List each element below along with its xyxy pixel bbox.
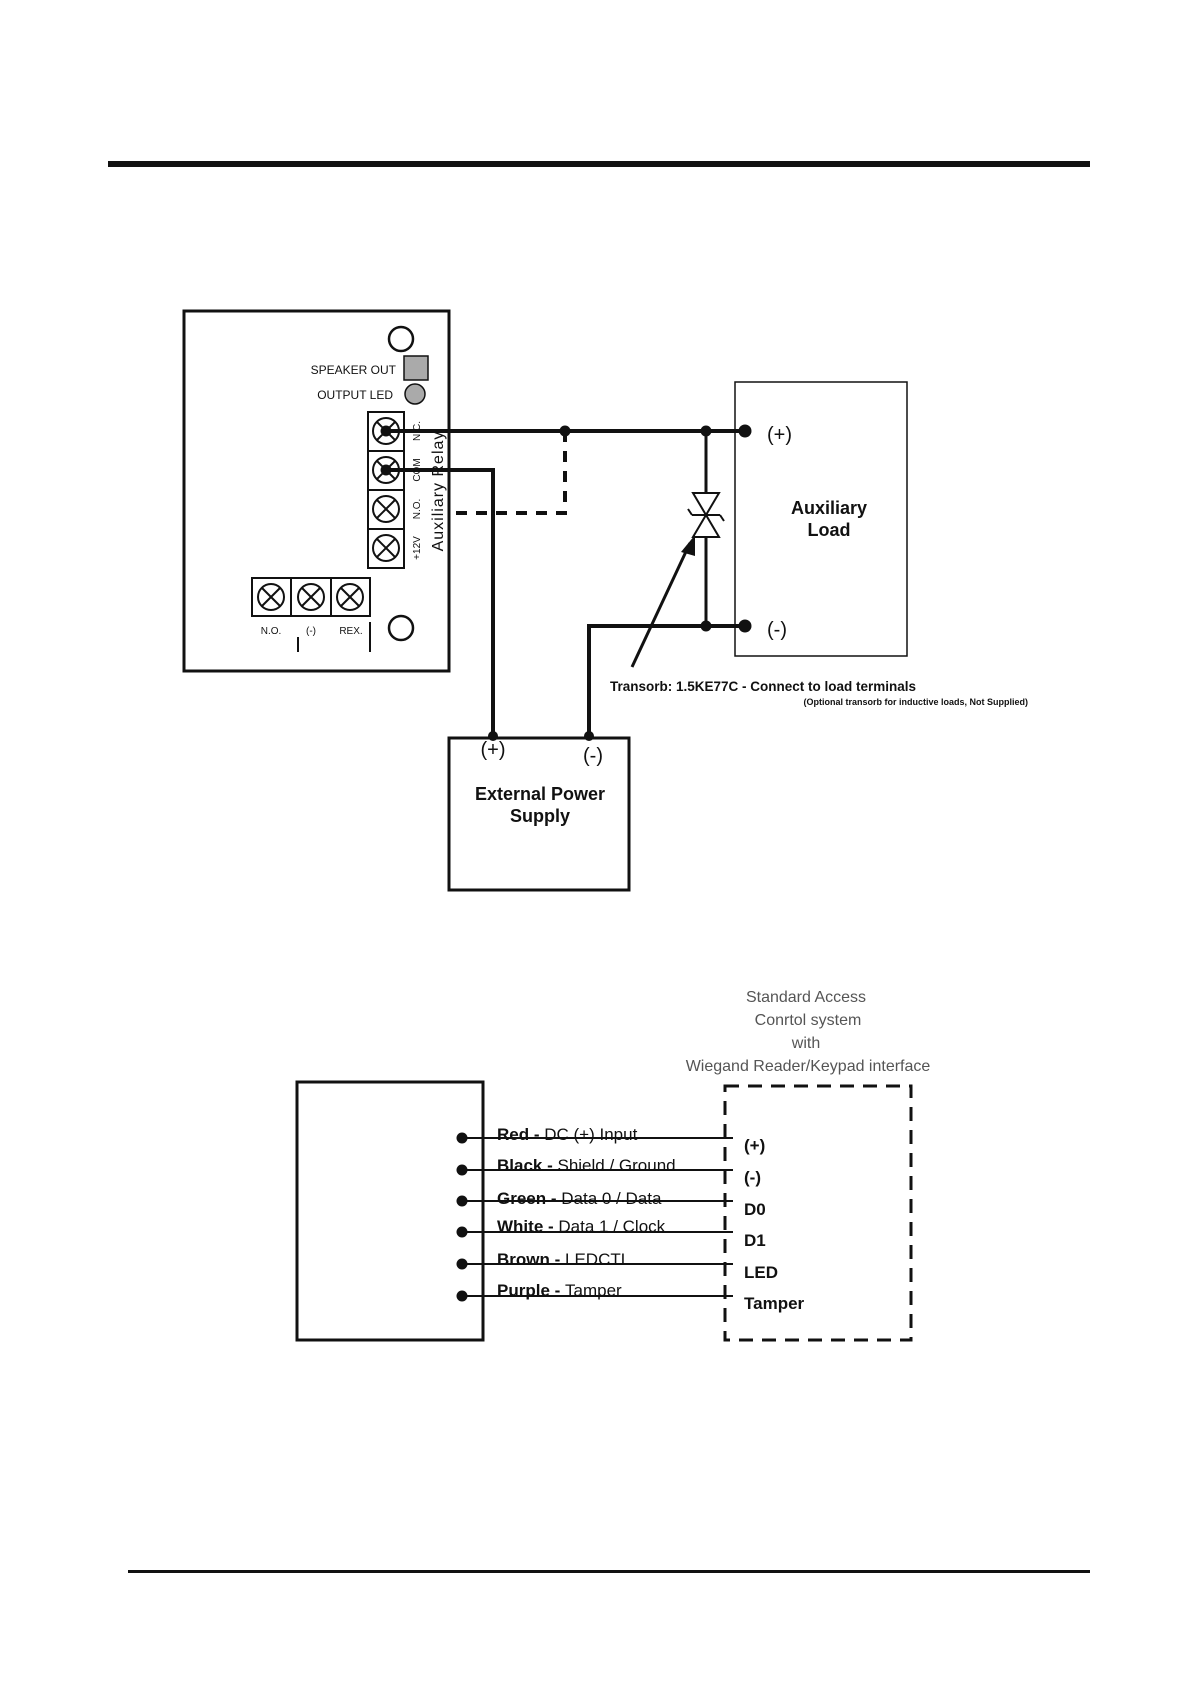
wire-node-white bbox=[456, 1226, 468, 1238]
wire-node-black bbox=[456, 1164, 468, 1176]
svg-text:Brown - LEDCTL: Brown - LEDCTL bbox=[497, 1250, 630, 1269]
bottom-label-rex: REX. bbox=[339, 626, 362, 637]
wire-node-red bbox=[456, 1132, 468, 1144]
speaker-out-block bbox=[403, 355, 429, 381]
transorb-subnote: (Optional transorb for inductive loads, … bbox=[803, 697, 1028, 707]
terminal-label-nc: N.C. bbox=[412, 421, 423, 441]
wire-desc-purple: Tamper bbox=[565, 1281, 622, 1300]
system-label-line2: Conrtol system bbox=[755, 1012, 862, 1029]
bottom-label-gnd: (-) bbox=[306, 626, 316, 637]
wiegand-diagram bbox=[295, 1080, 913, 1342]
load-plus-label: (+) bbox=[767, 424, 792, 446]
controller-board bbox=[182, 309, 451, 673]
wire-node-green bbox=[456, 1195, 468, 1207]
speaker-out-label: SPEAKER OUT bbox=[311, 363, 397, 377]
wire-desc-green: Data 0 / Data bbox=[561, 1189, 662, 1208]
power-supply-box bbox=[447, 736, 631, 892]
terminal-tamper: Tamper bbox=[744, 1294, 805, 1313]
wire-color-white: White bbox=[497, 1217, 543, 1236]
psu-title-line1: External Power bbox=[475, 784, 605, 804]
svg-text:Purple - Tamper: Purple - Tamper bbox=[497, 1281, 622, 1300]
output-led-label: OUTPUT LED bbox=[317, 388, 393, 402]
wire-color-black: Black bbox=[497, 1156, 543, 1175]
transorb-arrow bbox=[630, 542, 692, 668]
wire-color-red: Red bbox=[497, 1125, 529, 1144]
terminal-screw-bottom-gnd bbox=[297, 583, 325, 611]
reader-box bbox=[295, 1080, 485, 1342]
dashed-no-link bbox=[448, 431, 567, 515]
bottom-label-no: N.O. bbox=[261, 626, 282, 637]
wire-color-green: Green bbox=[497, 1189, 546, 1208]
header-rule bbox=[108, 161, 1090, 167]
load-minus-label: (-) bbox=[767, 619, 787, 641]
mounting-hole-top bbox=[387, 325, 415, 353]
wire-row-brown: Brown - LEDCTL LED bbox=[497, 1250, 778, 1282]
terminal-d1: D1 bbox=[744, 1231, 766, 1250]
terminal-label-com: COM bbox=[412, 458, 423, 481]
wire-row-green: Green - Data 0 / Data D0 bbox=[497, 1189, 766, 1219]
bottom-terminal-block bbox=[251, 577, 371, 652]
mounting-hole-bottom bbox=[387, 614, 415, 642]
wire-row-purple: Purple - Tamper Tamper bbox=[497, 1281, 805, 1313]
terminal-led: LED bbox=[744, 1263, 778, 1282]
system-label-line1: Standard Access bbox=[746, 989, 866, 1006]
relay-diagram bbox=[182, 309, 908, 892]
terminal-screw-12v bbox=[372, 534, 400, 562]
terminal-label-12v: +12V bbox=[412, 536, 423, 560]
output-led-indicator bbox=[404, 383, 426, 405]
access-control-box bbox=[723, 1084, 913, 1342]
terminal-plus: (+) bbox=[744, 1136, 765, 1155]
footer-rule bbox=[128, 1570, 1090, 1573]
terminal-screw-bottom-rex bbox=[336, 583, 364, 611]
load-title-line2: Load bbox=[808, 520, 851, 540]
wire-desc-red: DC (+) Input bbox=[544, 1125, 637, 1144]
system-label-line3: with bbox=[791, 1035, 820, 1052]
wire-node-brown bbox=[456, 1258, 468, 1270]
load-title-line1: Auxiliary bbox=[791, 498, 867, 518]
wire-color-brown: Brown bbox=[497, 1250, 550, 1269]
terminal-label-no: N.O. bbox=[412, 499, 423, 520]
wire-desc-white: Data 1 / Clock bbox=[558, 1217, 665, 1236]
terminal-screw-bottom-no bbox=[257, 583, 285, 611]
auxiliary-relay-label: Auxiliary Relay bbox=[430, 431, 447, 552]
auxiliary-load-box bbox=[734, 381, 908, 657]
wire-color-purple: Purple bbox=[497, 1281, 550, 1300]
psu-minus-label: (-) bbox=[583, 745, 603, 767]
wire-desc-brown: LEDCTL bbox=[565, 1250, 630, 1269]
psu-title-line2: Supply bbox=[510, 806, 570, 826]
svg-text:White - Data 1 / Clock: White - Data 1 / Clock bbox=[497, 1217, 666, 1236]
terminal-screw-no bbox=[372, 495, 400, 523]
transorb-note: Transorb: 1.5KE77C - Connect to load ter… bbox=[610, 679, 916, 694]
wire-row-black: Black - Shield / Ground (-) bbox=[497, 1156, 761, 1187]
svg-text:Red - DC (+) Input: Red - DC (+) Input bbox=[497, 1125, 638, 1144]
wire-row-white: White - Data 1 / Clock D1 bbox=[497, 1217, 766, 1250]
transorb-symbol bbox=[687, 492, 725, 538]
transorb-arrowhead bbox=[681, 535, 695, 556]
terminal-d0: D0 bbox=[744, 1200, 766, 1219]
wire-desc-black: Shield / Ground bbox=[557, 1156, 675, 1175]
system-label-line4: Wiegand Reader/Keypad interface bbox=[686, 1058, 931, 1075]
wire-node-purple bbox=[456, 1290, 468, 1302]
wire-row-red: Red - DC (+) Input (+) bbox=[497, 1125, 765, 1155]
svg-text:Green - Data 0 / Data: Green - Data 0 / Data bbox=[497, 1189, 662, 1208]
wire-lines bbox=[456, 1132, 733, 1302]
psu-plus-label: (+) bbox=[481, 739, 506, 761]
terminal-minus: (-) bbox=[744, 1168, 761, 1187]
svg-text:Black - Shield / Ground: Black - Shield / Ground bbox=[497, 1156, 676, 1175]
